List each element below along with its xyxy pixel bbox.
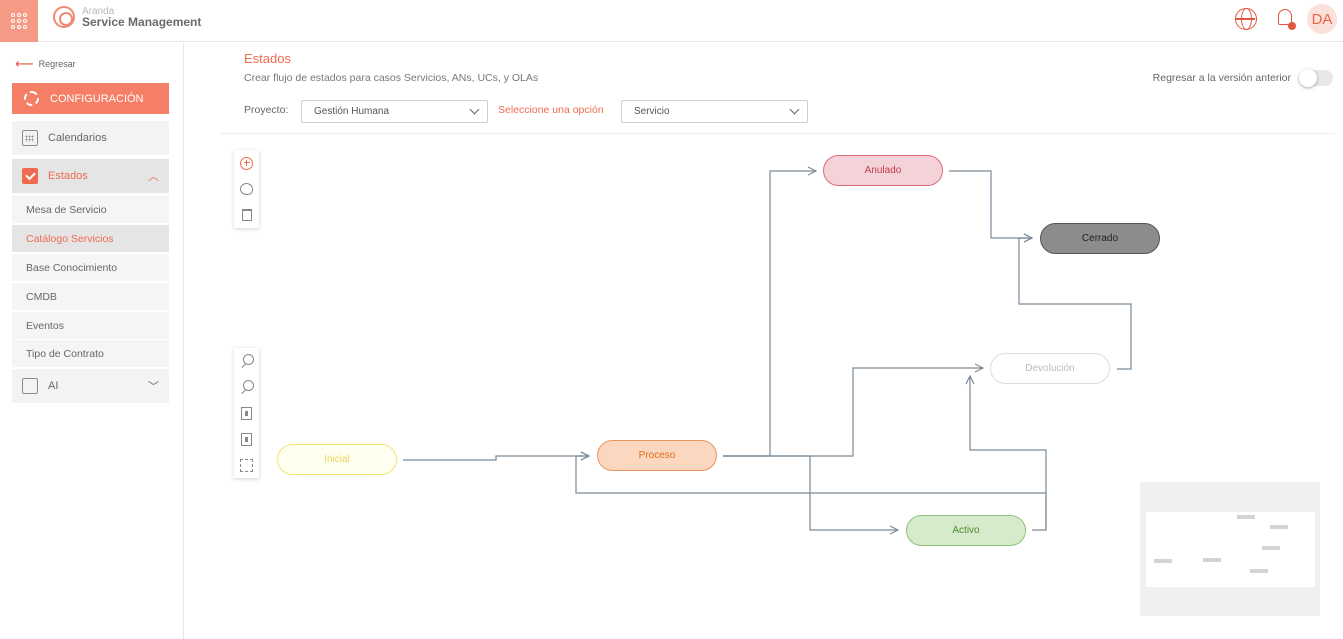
download-file-icon — [241, 406, 252, 420]
subitem-tipo-de-contrato[interactable]: Tipo de Contrato — [12, 340, 169, 367]
sidebar-item-label: Calendarios — [48, 132, 107, 144]
subitem-catalogo-servicios[interactable]: Catálogo Servicios — [12, 225, 169, 252]
clipboard-check-icon — [22, 168, 38, 184]
aranda-logo-icon — [53, 6, 75, 28]
globe-icon[interactable] — [1235, 8, 1257, 30]
minimap-node — [1270, 525, 1288, 529]
edge-anulado-cerrado — [949, 170, 1032, 238]
top-bar: Aranda Service Management DA — [0, 0, 1343, 42]
apps-grid-icon — [11, 13, 27, 29]
previous-version-toggle-group: Regresar a la versión anterior — [1152, 69, 1333, 87]
option-select[interactable]: Servicio — [621, 100, 808, 123]
fit-to-screen-button[interactable] — [234, 452, 259, 478]
user-avatar[interactable]: DA — [1307, 4, 1337, 34]
state-node-cerrado[interactable]: Cerrado — [1040, 223, 1160, 254]
minimap-viewport[interactable] — [1146, 512, 1315, 587]
brand-top-text: Aranda — [82, 6, 115, 17]
minimap-node — [1250, 569, 1268, 573]
state-node-inicial[interactable]: Inicial — [277, 444, 397, 475]
palette-icon — [240, 183, 253, 195]
subitem-label: Eventos — [26, 319, 64, 332]
back-link[interactable]: ⟵ Regresar — [15, 56, 76, 72]
delete-button[interactable] — [234, 202, 259, 228]
zoom-out-icon — [240, 380, 254, 394]
back-link-label: Regresar — [38, 59, 76, 69]
configuration-button[interactable]: CONFIGURACIÓN — [12, 83, 169, 114]
header-divider — [220, 133, 1335, 134]
state-node-anulado[interactable]: Anulado — [823, 155, 943, 186]
back-arrow-icon: ⟵ — [15, 56, 34, 71]
subitem-base-conocimiento[interactable]: Base Conocimiento — [12, 254, 169, 281]
subitem-label: Catálogo Servicios — [26, 232, 114, 245]
subitem-cmdb[interactable]: CMDB — [12, 283, 169, 310]
subitem-label: Mesa de Servicio — [26, 203, 107, 216]
project-select[interactable]: Gestión Humana — [301, 100, 488, 123]
previous-version-switch[interactable] — [1299, 69, 1333, 87]
option-label: Seleccione una opción — [498, 104, 604, 116]
add-circle-icon — [240, 156, 253, 170]
project-label: Proyecto: — [244, 104, 289, 116]
subitem-mesa-de-servicio[interactable]: Mesa de Servicio — [12, 196, 169, 223]
gear-icon — [24, 91, 39, 106]
sidebar-item-calendarios[interactable]: Calendarios — [12, 121, 169, 155]
edge-proceso-devolucion — [723, 368, 983, 457]
project-select-value: Gestión Humana — [314, 106, 390, 117]
page-title: Estados — [244, 51, 291, 66]
sidebar-item-ai[interactable]: AI ﹀ — [12, 369, 169, 403]
configuration-label: CONFIGURACIÓN — [50, 92, 144, 105]
apps-menu-button[interactable] — [0, 0, 38, 42]
download-button[interactable] — [234, 400, 259, 426]
minimap-node — [1203, 558, 1221, 562]
edge-activo-proceso — [575, 456, 1047, 530]
minimap-node — [1154, 559, 1172, 563]
flow-minimap[interactable] — [1140, 482, 1320, 616]
fit-screen-icon — [240, 458, 253, 472]
previous-version-label: Regresar a la versión anterior — [1152, 72, 1291, 84]
upload-file-icon — [241, 432, 252, 446]
upload-button[interactable] — [234, 426, 259, 452]
edge-activo-devolucion — [970, 376, 1047, 531]
subitem-label: Tipo de Contrato — [26, 347, 104, 360]
trash-icon — [241, 209, 252, 221]
notification-dot — [1288, 22, 1296, 30]
sidebar-item-label: Estados — [48, 170, 88, 182]
minimap-node — [1237, 515, 1255, 519]
zoom-out-button[interactable] — [234, 374, 259, 400]
subitem-label: Base Conocimiento — [26, 261, 118, 274]
view-toolbox — [234, 348, 259, 478]
ai-icon — [22, 378, 38, 394]
sidebar-item-estados[interactable]: Estados ︿ — [12, 159, 169, 193]
sidebar: ⟵ Regresar CONFIGURACIÓN Calendarios Est… — [0, 43, 184, 639]
color-palette-button[interactable] — [234, 176, 259, 202]
chevron-up-icon: ︿ — [148, 171, 159, 183]
calendar-icon — [22, 130, 38, 146]
edit-toolbox — [234, 150, 259, 228]
zoom-in-icon — [240, 354, 254, 368]
edge-devolucion-cerrado — [1018, 238, 1132, 370]
minimap-node — [1262, 546, 1280, 550]
brand-bottom-text: Service Management — [82, 15, 202, 29]
state-node-activo[interactable]: Activo — [906, 515, 1026, 546]
edge-inicial-proceso — [403, 456, 589, 461]
chevron-down-icon: ﹀ — [148, 381, 159, 393]
sidebar-item-label: AI — [48, 380, 59, 392]
subitem-eventos[interactable]: Eventos — [12, 312, 169, 339]
add-state-button[interactable] — [234, 150, 259, 176]
edge-proceso-anulado — [723, 171, 816, 457]
page-subtitle: Crear flujo de estados para casos Servic… — [244, 72, 539, 84]
brand-logo[interactable]: Aranda Service Management — [53, 6, 201, 28]
zoom-in-button[interactable] — [234, 348, 259, 374]
state-node-proceso[interactable]: Proceso — [597, 440, 717, 471]
state-node-devolucion[interactable]: Devolución — [990, 353, 1110, 384]
option-select-value: Servicio — [634, 106, 670, 117]
subitem-label: CMDB — [26, 290, 57, 303]
notifications-bell-icon[interactable] — [1275, 7, 1297, 31]
